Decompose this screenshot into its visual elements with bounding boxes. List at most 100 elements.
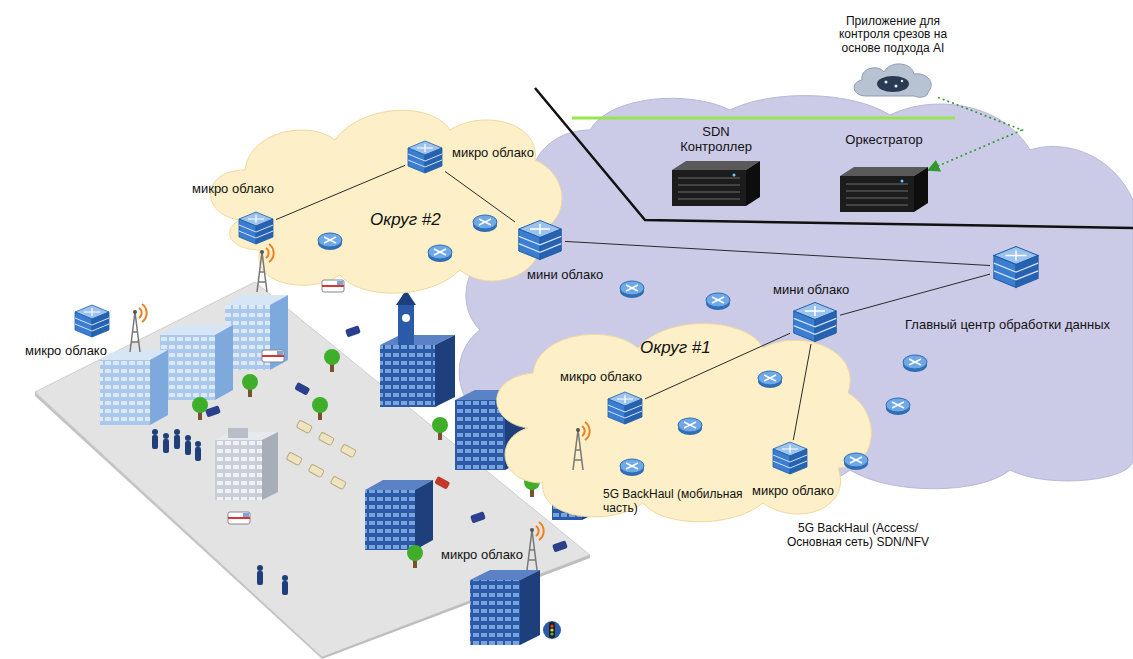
network-node: Приложение для контроля срезов на основе… xyxy=(848,60,938,100)
ambulance-part xyxy=(337,281,343,285)
cloud-node-icon-part xyxy=(75,318,109,331)
server-icon xyxy=(672,160,760,206)
server-icon-part xyxy=(672,161,760,170)
router-symbol-part xyxy=(678,418,702,435)
building-part xyxy=(215,325,233,400)
people-part xyxy=(174,435,180,449)
traffic-light-part xyxy=(543,621,561,639)
server-icon xyxy=(840,166,928,212)
building-part xyxy=(470,580,520,645)
building-part xyxy=(520,570,540,645)
server-icon-part xyxy=(733,174,736,177)
node-label: микро облако xyxy=(25,344,107,359)
router-symbol-part xyxy=(428,245,452,262)
app-cloud-icon-part xyxy=(854,64,931,97)
car-part xyxy=(330,476,346,490)
network-label: 5G BackHaul (мобильная часть) xyxy=(603,488,743,516)
server-icon-part xyxy=(901,180,904,183)
building-part xyxy=(380,345,435,407)
building xyxy=(100,350,168,425)
network-node: микро облако xyxy=(605,390,645,426)
network-label: микро облако xyxy=(438,548,526,563)
network-label: 5G BackHaul (Access/ Основная сеть) SDN/… xyxy=(783,522,933,550)
cloud-node-icon-part xyxy=(540,229,561,260)
connector xyxy=(928,97,1022,170)
cloud-node-icon-part xyxy=(519,229,540,260)
cloud-node-icon-part xyxy=(408,154,442,167)
node-label: мини облако xyxy=(773,283,849,298)
ambulance-part xyxy=(243,513,249,517)
traffic-light-part xyxy=(550,632,553,635)
cloud-node-icon-part xyxy=(84,308,100,316)
tree-part xyxy=(407,545,423,561)
district-region: Округ #2микро облакомикро облакомини обл… xyxy=(200,100,565,292)
building xyxy=(160,325,233,400)
ambulance-part xyxy=(228,517,250,519)
router-symbol xyxy=(318,215,927,476)
building-part xyxy=(150,350,168,425)
cloud-node-icon xyxy=(515,218,565,262)
router-symbol-part xyxy=(318,233,342,250)
cloud-node-icon-part xyxy=(773,449,790,474)
cloud-node-icon-part xyxy=(773,455,807,468)
car-part xyxy=(434,476,450,490)
building-part xyxy=(455,400,505,470)
app-cloud-icon xyxy=(848,60,938,100)
people-part xyxy=(257,565,263,571)
region-title: Округ #1 xyxy=(640,338,711,358)
traffic-light-part xyxy=(549,622,555,638)
router-symbol-part xyxy=(844,453,868,470)
cloud-node-icon-part xyxy=(425,148,442,173)
tree-part xyxy=(192,397,208,413)
tree xyxy=(192,349,540,568)
cloud-node-icon xyxy=(790,300,840,344)
car-part xyxy=(308,464,324,478)
server-icon-part xyxy=(914,167,928,212)
node-label: микро облако xyxy=(752,484,834,499)
ambulance-part xyxy=(262,355,284,357)
router-symbol-part xyxy=(473,215,497,232)
node-label: Главный центр обработки данных xyxy=(905,318,1110,333)
people-part xyxy=(282,575,288,581)
cloud-node-icon xyxy=(236,210,276,246)
cloud-node-icon-part xyxy=(519,236,562,252)
cloud-node-icon-part xyxy=(794,311,815,342)
car-part xyxy=(286,452,302,466)
car-part xyxy=(470,511,486,523)
divider-line xyxy=(535,88,1133,228)
cloud-node-icon xyxy=(405,139,445,175)
tree-part xyxy=(312,397,328,413)
router-symbol-part xyxy=(903,355,927,372)
cloud-node-icon-part xyxy=(408,148,425,173)
server-icon-part xyxy=(746,161,760,206)
cloud-node-icon-part xyxy=(994,263,1038,280)
node-label: Приложение для контроля срезов на основе… xyxy=(837,15,949,56)
node-label: микро облако xyxy=(192,182,274,197)
app-cloud-icon-part xyxy=(885,81,888,84)
server-icon-part xyxy=(840,167,928,176)
district-cloud-shape-part xyxy=(211,110,562,293)
cloud-node-icon-part xyxy=(1016,256,1038,288)
people-part xyxy=(195,441,201,447)
antenna-symbol xyxy=(130,244,590,570)
building xyxy=(380,290,455,407)
car-part xyxy=(345,325,361,337)
cloud-node-icon-part xyxy=(794,318,837,334)
city-illustration-part xyxy=(35,392,322,659)
server-icon-part xyxy=(672,170,746,206)
router-symbol-part xyxy=(758,371,782,388)
cloud-node-icon xyxy=(72,303,112,339)
people-part xyxy=(185,435,191,441)
ambulance-part xyxy=(228,512,250,524)
router-symbol-part xyxy=(706,293,730,310)
cloud-node-icon-part xyxy=(239,225,273,238)
cloud-node-icon-part xyxy=(790,449,807,474)
building-part xyxy=(415,480,433,550)
building xyxy=(470,570,540,645)
traffic-light-part xyxy=(550,628,553,631)
ambulance xyxy=(322,280,344,292)
traffic-light-part xyxy=(550,624,553,627)
ambulance-part xyxy=(322,280,344,292)
antenna-symbol-part xyxy=(573,422,590,470)
network-node: мини облако xyxy=(515,218,565,262)
